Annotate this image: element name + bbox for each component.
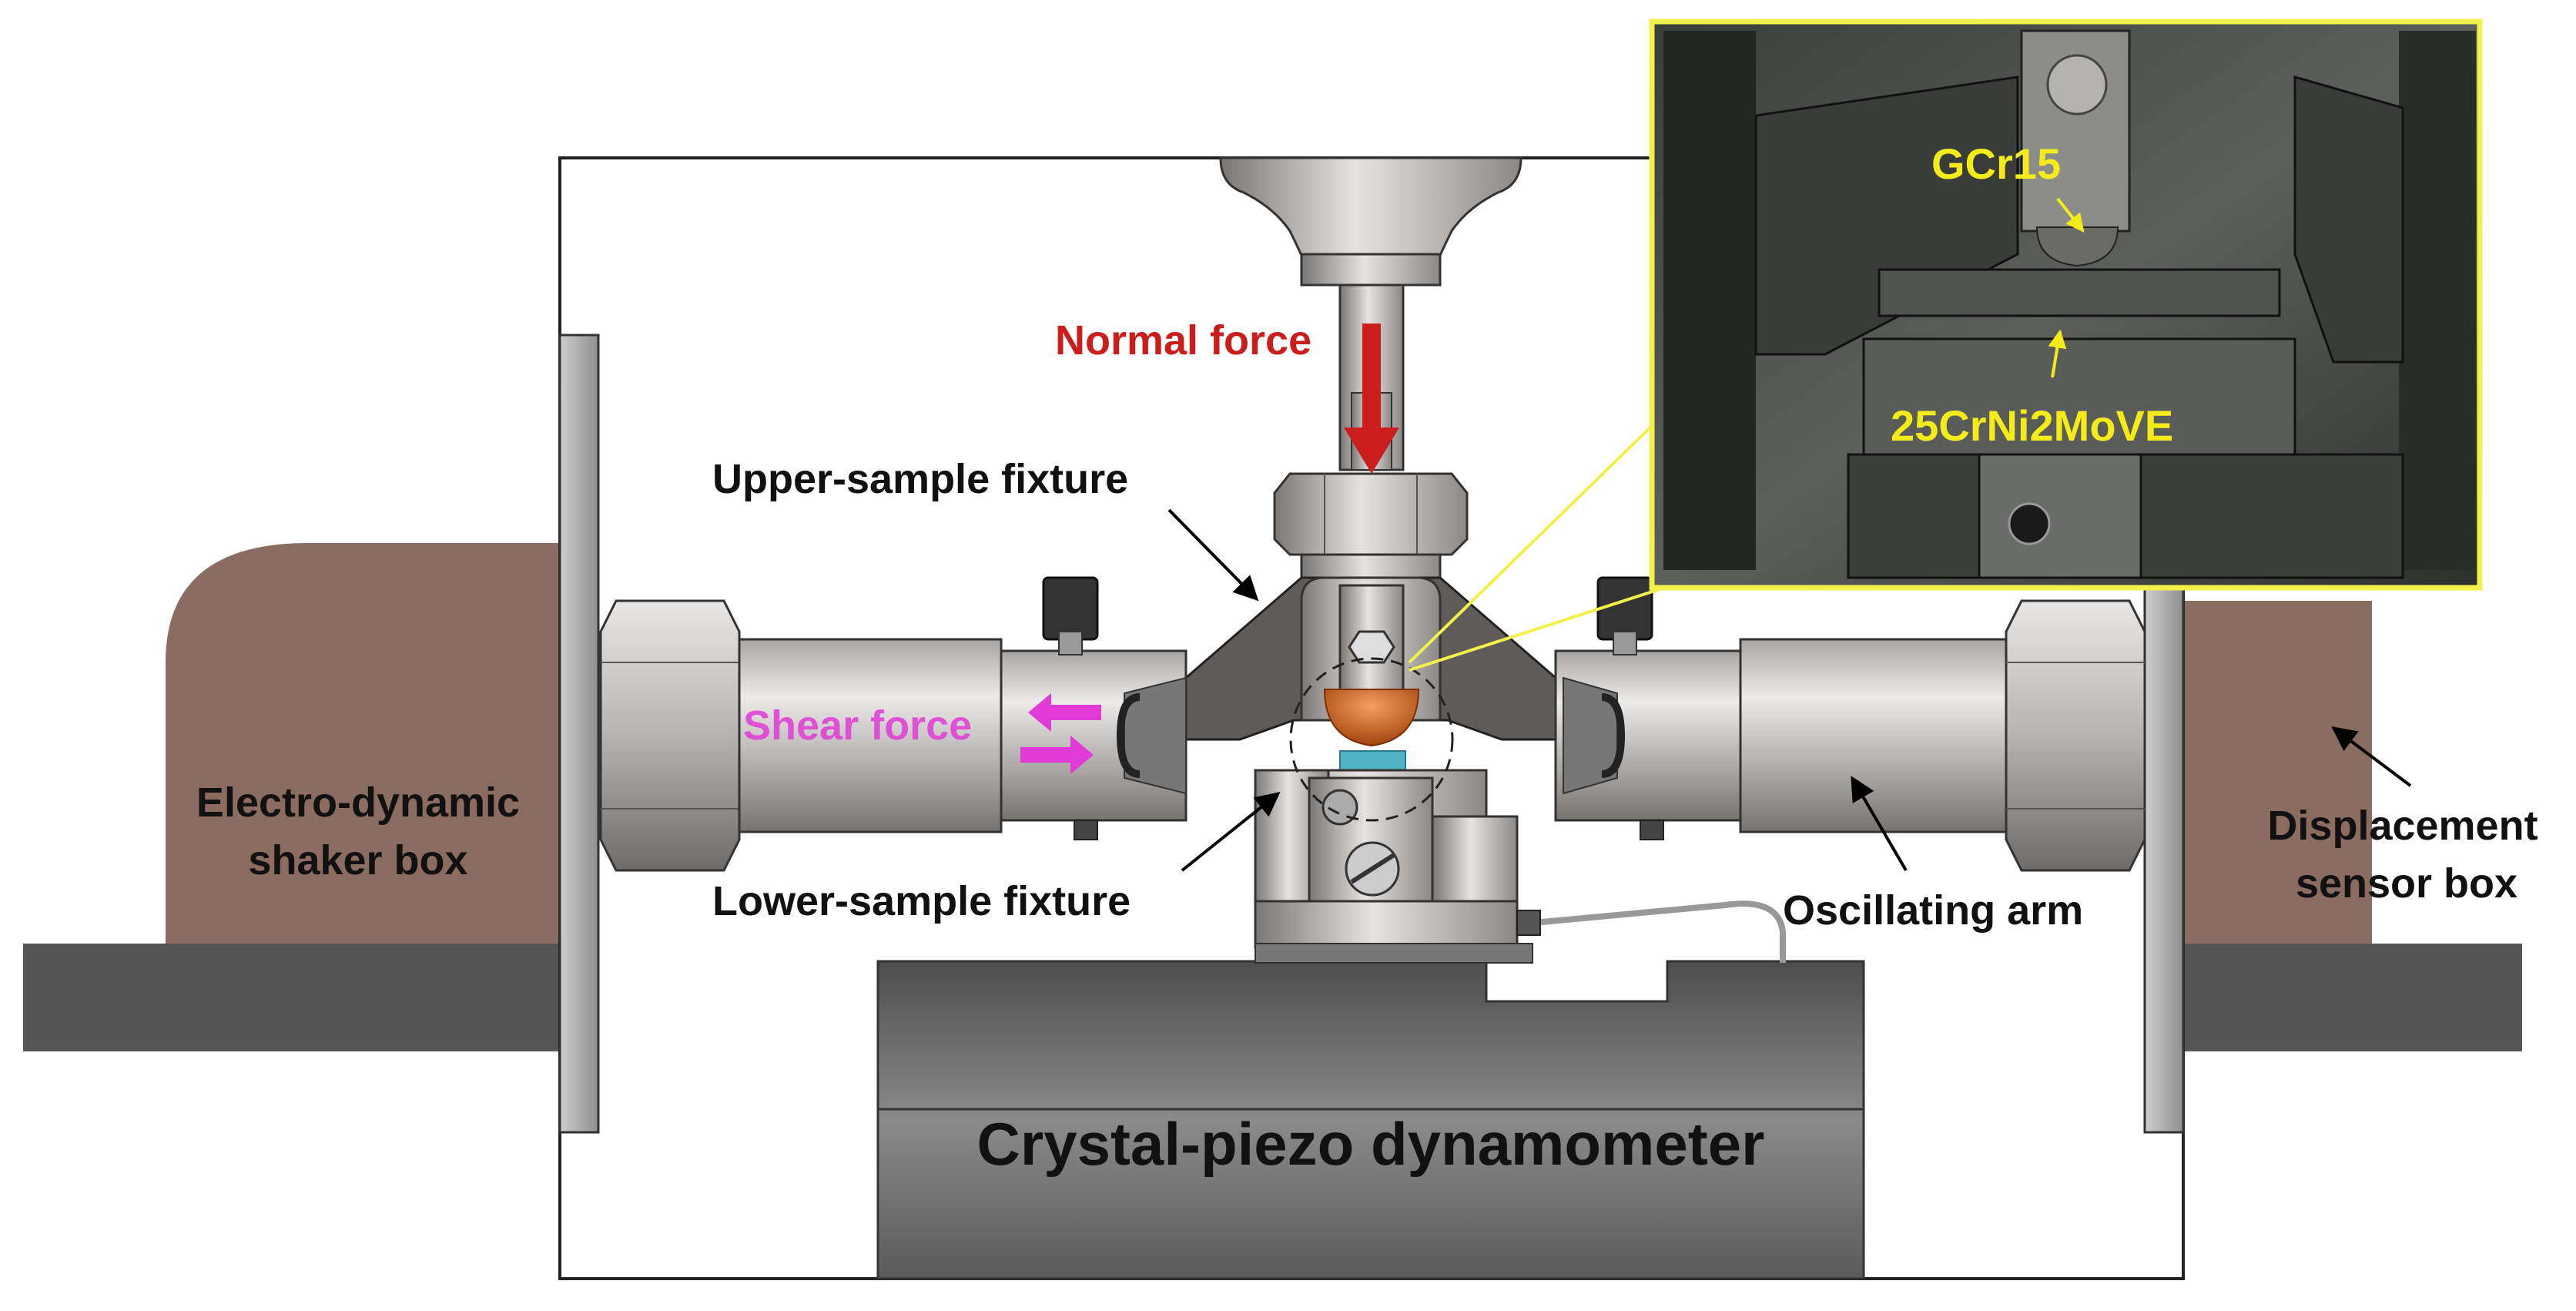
right-clip (1601, 693, 1626, 778)
gcr15-ball (1323, 689, 1420, 747)
lower-fixture-base (1254, 900, 1519, 949)
inset-left-frame (1663, 31, 1756, 570)
dynamometer-label: Crystal-piezo dynamometer (977, 1110, 1765, 1178)
electro-dynamic-shaker-box (166, 543, 562, 944)
right-clamp-stem (1613, 631, 1637, 656)
inset-specimen-label: 25CrNi2MoVE (1891, 401, 2173, 450)
inset-border (1649, 18, 2483, 591)
nut-collar (1300, 553, 1442, 579)
lower-fixture-leader (1181, 792, 1281, 872)
left-base-bar (23, 944, 562, 1051)
shaker-label-line2: shaker box (248, 837, 467, 884)
lower-fixture-hole (1321, 789, 1358, 826)
hex-nut (1273, 472, 1469, 556)
right-clamp-knob (1596, 576, 1653, 641)
lower-fixture-screw (1345, 841, 1400, 897)
cable-connector (1516, 910, 1541, 936)
sensor-label-line2: sensor box (2296, 860, 2517, 907)
lower-fixture-label: Lower-sample fixture (712, 878, 1131, 924)
inset-right-jaw (2293, 75, 2404, 364)
sensor-label-line1: Displacement (2267, 803, 2537, 849)
left-clip (1116, 693, 1141, 778)
crystal-piezo-dynamometer (876, 960, 1865, 1280)
zoom-line-lower (1409, 588, 1660, 672)
normal-force-label: Normal force (1055, 317, 1311, 364)
zoom-line-upper (1408, 421, 1657, 664)
inset-ball-label: GCr15 (1931, 139, 2061, 188)
shaker-label-line1: Electro-dynamic (196, 780, 520, 826)
left-clamp-knob (1042, 576, 1099, 641)
contact-zone-circle (1289, 657, 1454, 822)
shear-force-arrows (1020, 693, 1101, 774)
normal-force-arrow (1344, 324, 1399, 474)
sensor-cable (1516, 900, 1786, 963)
upper-fixture-label: Upper-sample fixture (712, 456, 1128, 502)
oscillating-arm-leader (1851, 776, 1908, 872)
left-clamp-stem (1058, 631, 1083, 656)
inset-right-frame (2399, 31, 2476, 570)
sensor-box-leader (2331, 726, 2412, 787)
upper-fixture-leader (1167, 508, 1259, 602)
photo-inset (1649, 18, 2483, 591)
left-arm-nut (599, 599, 741, 872)
inset-lower-tab (1978, 453, 2142, 579)
right-base-bar (2172, 944, 2522, 1051)
inset-plate-top (1878, 268, 2281, 317)
right-clamp-foot (1640, 820, 1664, 840)
right-arm-nut (2005, 599, 2146, 872)
inset-ball (2035, 226, 2119, 267)
inset-lower-hole (2008, 502, 2051, 545)
left-arm-body (738, 638, 1003, 833)
right-arm-body (1739, 638, 2008, 833)
inset-screw (2046, 54, 2108, 116)
holder-hex (1348, 630, 1395, 664)
lower-specimen (1339, 750, 1406, 773)
displacement-sensor-box (2172, 601, 2372, 944)
right-arm-bracket (1563, 676, 1618, 795)
left-clamp-foot (1074, 820, 1098, 840)
base-plate (1255, 943, 1533, 964)
oscillating-arm-label: Oscillating arm (1783, 887, 2083, 934)
top-collar (1300, 253, 1442, 287)
left-plate (558, 334, 600, 1134)
shear-force-label: Shear force (743, 702, 972, 749)
inset-lower-block (1862, 337, 2296, 464)
inset-ball-leader (2056, 197, 2085, 233)
inset-specimen-leader (2048, 329, 2067, 378)
